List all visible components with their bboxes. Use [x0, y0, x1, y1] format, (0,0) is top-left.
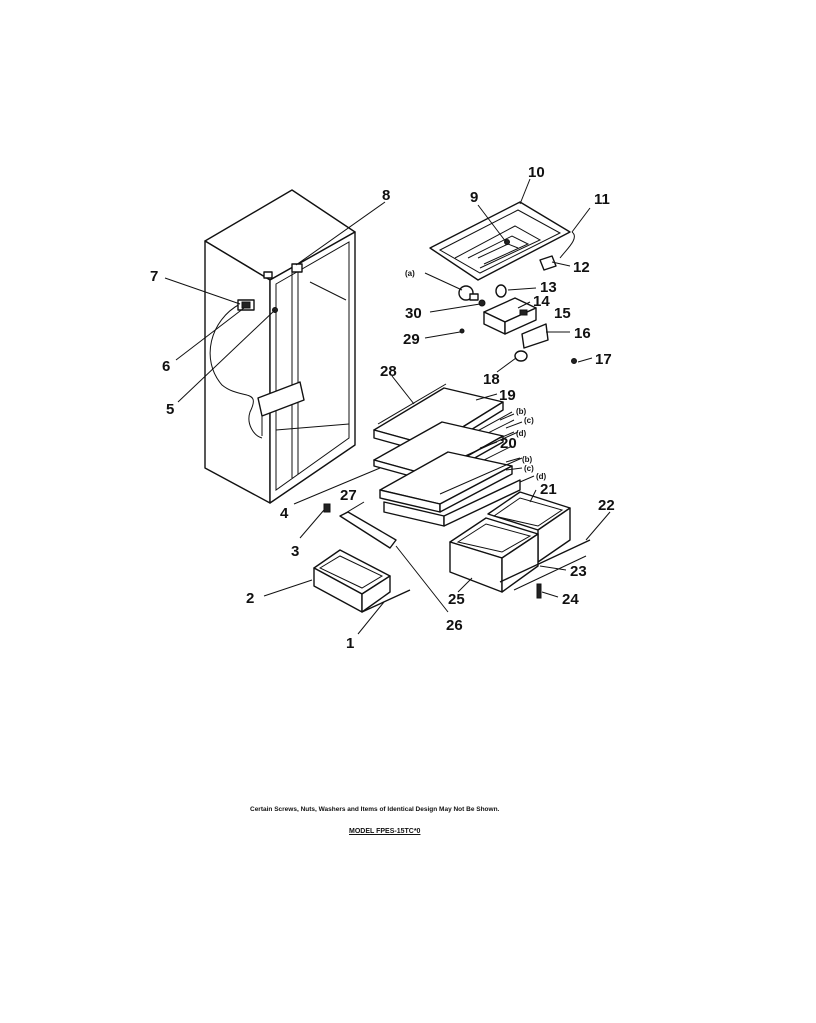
callout-16: 16	[574, 325, 591, 342]
part-22-cover-rail	[499, 539, 591, 583]
callout-d2: (d)	[536, 472, 547, 481]
callout-5: 5	[166, 401, 174, 418]
part-27-cover	[339, 511, 397, 549]
wire-harness	[209, 303, 263, 439]
callout-3: 3	[291, 543, 299, 560]
callout-29: 29	[403, 331, 420, 348]
part-18-knob	[514, 350, 528, 362]
part-16-knob	[521, 323, 549, 349]
callout-10: 10	[528, 164, 545, 181]
callout-7: 7	[150, 268, 158, 285]
callout-30: 30	[405, 305, 422, 322]
callout-22: 22	[598, 497, 615, 514]
callout-9: 9	[470, 189, 478, 206]
callout-15: 15	[554, 305, 571, 322]
crisper-drawer-rear	[487, 491, 571, 563]
callout-2: 2	[246, 590, 254, 607]
callout-b1: (b)	[516, 407, 527, 416]
footnote: Certain Screws, Nuts, Washers and Items …	[250, 806, 500, 813]
part-11-cord	[559, 231, 575, 259]
callout-4: 4	[280, 505, 289, 522]
callout-21: 21	[540, 481, 557, 498]
part-7-bracket	[237, 299, 255, 311]
cabinet	[204, 189, 356, 504]
part-12-plug	[539, 255, 557, 271]
callout-13: 13	[540, 279, 557, 296]
callout-8: 8	[382, 187, 390, 204]
part-23-cover-rail	[513, 555, 587, 591]
part-13-socket	[495, 284, 507, 298]
part-1-rail	[361, 589, 411, 613]
callout-28: 28	[380, 363, 397, 380]
callout-26: 26	[446, 617, 463, 634]
callout-23: 23	[570, 563, 587, 580]
callout-b2: (b)	[522, 455, 533, 464]
callout-17: 17	[595, 351, 612, 368]
part-24-screw	[536, 583, 542, 599]
part-30-washer	[478, 299, 486, 307]
shelf-lower	[379, 451, 523, 527]
callout-1: 1	[346, 635, 354, 652]
callout-19: 19	[499, 387, 516, 404]
control-housing	[429, 201, 571, 281]
leader-lines	[164, 178, 611, 635]
callout-20: 20	[500, 435, 517, 452]
callout-25: 25	[448, 591, 465, 608]
callout-11: 11	[594, 191, 610, 208]
part-29-screw	[459, 328, 465, 334]
crisper-drawer-front	[449, 517, 539, 593]
callout-27: 27	[340, 487, 357, 504]
part-3-screw	[323, 503, 331, 513]
callout-c1: (c)	[524, 416, 534, 425]
callout-c2: (c)	[524, 464, 534, 473]
callout-6: 6	[162, 358, 170, 375]
callout-a: (a)	[405, 269, 415, 278]
callout-24: 24	[562, 591, 579, 608]
callout-18: 18	[483, 371, 500, 388]
callout-labels: 7 6 5 8 9 10 11 12 (a) 13 30 14 15 29 16…	[150, 164, 615, 652]
part-17-screw	[571, 358, 577, 364]
callout-12: 12	[573, 259, 590, 276]
part-a-lamp	[458, 285, 479, 301]
model-number: MODEL FPES-15TC*0	[349, 828, 421, 835]
part-14-control-box	[483, 297, 537, 335]
meat-drawer	[313, 549, 391, 613]
callout-14: 14	[533, 293, 550, 310]
callout-d1: (d)	[516, 429, 527, 438]
